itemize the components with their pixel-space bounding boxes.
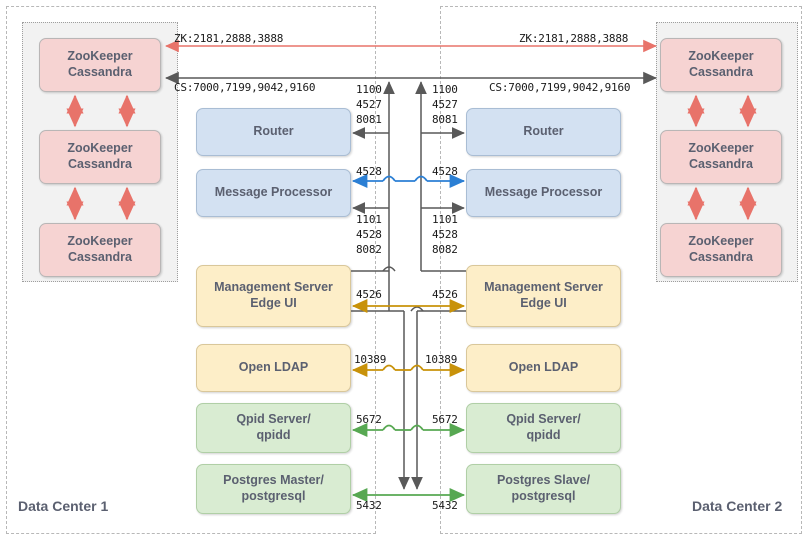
label-mp-right-2: 4528 [432, 228, 458, 241]
label-mp-in-left: 4528 [356, 165, 382, 178]
node-right-zookeeper-2[interactable]: ZooKeeper Cassandra [660, 130, 782, 184]
label-zk-right: ZK:2181,2888,3888 [519, 32, 629, 45]
node-label-line1: ZooKeeper [688, 49, 754, 64]
node-label-line2: Edge UI [250, 296, 297, 310]
node-label-line2: Cassandra [689, 250, 753, 264]
label-ldap-left: 10389 [354, 353, 387, 366]
label-zk-left: ZK:2181,2888,3888 [174, 32, 284, 45]
node-left-management-server[interactable]: Management Server Edge UI [196, 265, 351, 327]
node-left-zookeeper-2[interactable]: ZooKeeper Cassandra [39, 130, 161, 184]
node-left-qpid-server[interactable]: Qpid Server/ qpidd [196, 403, 351, 453]
label-router-left-1: 1100 [356, 83, 382, 96]
node-left-zookeeper-3[interactable]: ZooKeeper Cassandra [39, 223, 161, 277]
label-ldap-right: 10389 [425, 353, 458, 366]
label-router-left-3: 8081 [356, 113, 382, 126]
node-label-line1: Open LDAP [508, 360, 579, 375]
node-right-qpid-server[interactable]: Qpid Server/ qpidd [466, 403, 621, 453]
node-left-open-ldap[interactable]: Open LDAP [196, 344, 351, 392]
node-right-zookeeper-1[interactable]: ZooKeeper Cassandra [660, 38, 782, 92]
node-label-line2: Cassandra [68, 65, 132, 79]
node-label-line1: Qpid Server/ [236, 412, 311, 427]
node-right-router[interactable]: Router [466, 108, 621, 156]
label-cs-left: CS:7000,7199,9042,9160 [174, 81, 316, 94]
node-label-line2: Cassandra [68, 250, 132, 264]
node-label-line1: ZooKeeper [67, 49, 133, 64]
node-label-line2: qpidd [526, 428, 561, 442]
label-router-right-2: 4527 [432, 98, 458, 111]
label-pg-right: 5432 [432, 499, 458, 512]
node-right-message-processor[interactable]: Message Processor [466, 169, 621, 217]
node-left-router[interactable]: Router [196, 108, 351, 156]
node-label-line2: postgresql [511, 489, 576, 503]
label-mp-right-1: 1101 [432, 213, 458, 226]
node-label-line2: Cassandra [689, 65, 753, 79]
label-mp-left-2: 4528 [356, 228, 382, 241]
node-label-line1: ZooKeeper [688, 141, 754, 156]
node-label-line1: Message Processor [214, 185, 333, 200]
node-label-line1: Management Server [484, 280, 603, 295]
label-ms-right: 4526 [432, 288, 458, 301]
node-label-line1: Postgres Slave/ [496, 473, 591, 488]
node-right-management-server[interactable]: Management Server Edge UI [466, 265, 621, 327]
node-label-line2: qpidd [256, 428, 291, 442]
node-right-postgres-slave[interactable]: Postgres Slave/ postgresql [466, 464, 621, 514]
datacenter-1-frame [6, 6, 376, 534]
node-label-line2: Cassandra [689, 157, 753, 171]
node-left-postgres-master[interactable]: Postgres Master/ postgresql [196, 464, 351, 514]
node-label-line1: Management Server [214, 280, 333, 295]
label-ms-left: 4526 [356, 288, 382, 301]
node-label-line1: Message Processor [484, 185, 603, 200]
label-pg-left: 5432 [356, 499, 382, 512]
label-qpid-left: 5672 [356, 413, 382, 426]
node-label-line1: Postgres Master/ [223, 473, 324, 488]
node-label-line1: ZooKeeper [67, 141, 133, 156]
label-mp-right-3: 8082 [432, 243, 458, 256]
label-cs-right: CS:7000,7199,9042,9160 [489, 81, 631, 94]
label-mp-left-1: 1101 [356, 213, 382, 226]
label-router-right-3: 8081 [432, 113, 458, 126]
node-left-message-processor[interactable]: Message Processor [196, 169, 351, 217]
node-left-zookeeper-1[interactable]: ZooKeeper Cassandra [39, 38, 161, 92]
label-mp-left-3: 8082 [356, 243, 382, 256]
node-right-zookeeper-3[interactable]: ZooKeeper Cassandra [660, 223, 782, 277]
node-right-open-ldap[interactable]: Open LDAP [466, 344, 621, 392]
node-label-line2: Edge UI [520, 296, 567, 310]
node-label-line1: ZooKeeper [688, 234, 754, 249]
label-qpid-right: 5672 [432, 413, 458, 426]
node-label-line1: Router [523, 124, 564, 139]
datacenter-2-frame [440, 6, 802, 534]
label-router-right-1: 1100 [432, 83, 458, 96]
node-label-line1: Open LDAP [238, 360, 309, 375]
node-label-line2: postgresql [241, 489, 306, 503]
node-label-line2: Cassandra [68, 157, 132, 171]
datacenter-1-label: Data Center 1 [18, 498, 109, 514]
label-mp-in-right: 4528 [432, 165, 458, 178]
label-router-left-2: 4527 [356, 98, 382, 111]
node-label-line1: Router [253, 124, 294, 139]
node-label-line1: ZooKeeper [67, 234, 133, 249]
datacenter-2-label: Data Center 2 [692, 498, 783, 514]
node-label-line1: Qpid Server/ [506, 412, 581, 427]
